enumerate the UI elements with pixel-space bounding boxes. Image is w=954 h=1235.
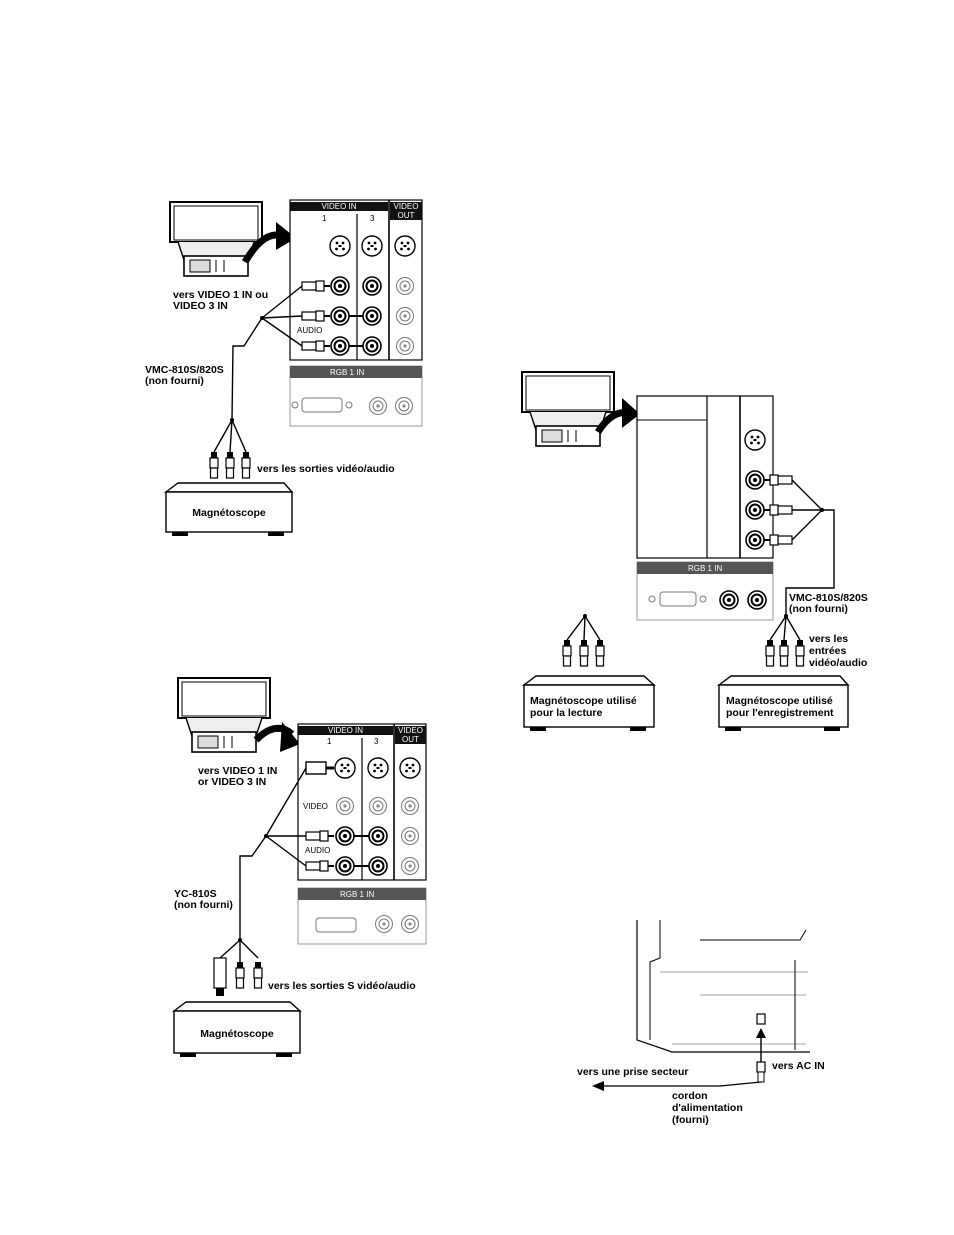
diagram1-vcr-label: Magnétoscope [192,507,266,519]
diagram2-video-in-header: VIDEO IN [298,726,393,735]
diagram4-cord-line3: (fourni) [672,1114,709,1126]
diagram2-col-1: 1 [327,737,332,746]
diagram1-audio-label: AUDIO [297,326,323,335]
diagram1-cable-model: VMC-810S/820S [145,364,224,376]
diagram1-line-art [163,199,423,536]
diagram1-col-3: 3 [370,214,375,223]
diagram1-video-out-header-1: VIDEO [390,202,422,211]
diagram3-cable-model: VMC-810S/820S [789,592,868,604]
diagram2-cable-model: YC-810S [174,888,217,900]
diagram3-to-inputs-line1: vers les [809,633,849,645]
diagram1-video-in-header: VIDEO IN [290,202,388,211]
diagram4-to-outlet: vers une prise secteur [577,1066,689,1078]
diagram3-to-inputs-line3: vidéo/audio [809,657,868,669]
diagram2-video-out-header-1: VIDEO [395,726,426,735]
diagram4-line-art [592,920,810,1091]
diagram2-to-input-line2: or VIDEO 3 IN [198,776,267,788]
diagram3-to-inputs-line2: entrées [809,645,847,657]
diagram3-rec-vcr-line1: Magnétoscope utilisé [726,695,833,707]
diagram2-video-out-header-2: OUT [395,735,426,744]
diagram3-cable-note: (non fourni) [789,603,848,615]
diagram3-line-art [521,371,850,731]
diagram2-line-art [171,677,427,1057]
diagram1-video-out-header-2: OUT [390,211,422,220]
diagram2-to-outputs: vers les sorties S vidéo/audio [268,980,416,992]
diagram2-audio-label: AUDIO [305,846,331,855]
diagram1-col-1: 1 [322,214,327,223]
diagram3-play-vcr-line2: pour la lecture [530,707,603,719]
diagram1-to-input-line1: vers VIDEO 1 IN ou [173,289,269,301]
diagram3-rec-vcr-line2: pour l'enregistrement [726,707,834,719]
diagram2-rgb-label: RGB 1 IN [340,890,375,899]
diagram4-cord-line1: cordon [672,1090,708,1102]
diagram1-rgb-label: RGB 1 IN [330,368,365,377]
diagram2-to-input-line1: vers VIDEO 1 IN [198,765,278,777]
diagram3-rgb-label: RGB 1 IN [688,564,723,573]
diagram4-cord-line2: d'alimentation [672,1102,743,1114]
diagram2-cable-note: (non fourni) [174,899,233,911]
diagram4-to-ac-in: vers AC IN [772,1060,825,1072]
diagram1-to-input-line2: VIDEO 3 IN [173,300,228,312]
diagram2-video-label: VIDEO [303,802,328,811]
diagram1-to-outputs: vers les sorties vidéo/audio [257,463,395,475]
diagram1-cable-note: (non fourni) [145,375,204,387]
diagram3-play-vcr-line1: Magnétoscope utilisé [530,695,637,707]
diagram2-col-3: 3 [374,737,379,746]
diagram2-vcr-label: Magnétoscope [200,1028,274,1040]
